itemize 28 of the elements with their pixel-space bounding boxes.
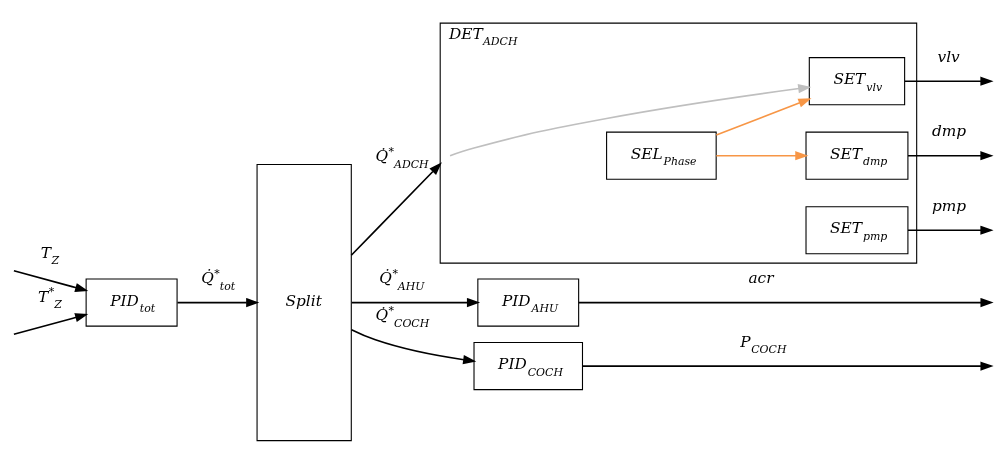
arrow — [350, 328, 477, 365]
node-box: PID$_{tot}$ — [85, 278, 178, 327]
edge-label: acr — [748, 269, 774, 288]
edge-label: dmp — [932, 122, 967, 141]
arrow — [13, 313, 89, 336]
node-box: PID$_{COCH}$ — [473, 342, 584, 391]
node-box: SEL$_{Phase}$ — [606, 131, 717, 180]
arrow — [350, 297, 481, 308]
arrow — [907, 225, 994, 235]
arrow — [715, 98, 812, 136]
arrow — [449, 84, 812, 157]
arrow — [715, 151, 809, 161]
node-box: SET$_{vlv}$ — [808, 57, 906, 106]
arrow — [176, 297, 260, 308]
arrow — [350, 162, 442, 257]
edge-label: P$_{COCH}$ — [740, 332, 787, 357]
edge-label: T$_{Z}$ — [40, 243, 60, 268]
arrow — [904, 76, 994, 86]
arrow — [577, 297, 994, 308]
arrow — [581, 361, 994, 371]
node-box: Split — [256, 163, 352, 442]
arrow — [907, 151, 994, 161]
arrow — [13, 270, 89, 293]
edge-label: pmp — [932, 196, 967, 215]
node-box: PID$_{AHU}$ — [477, 278, 580, 327]
edge-label: vlv — [937, 47, 960, 66]
node-box: SET$_{dmp}$ — [805, 131, 909, 180]
node-box: SET$_{pmp}$ — [805, 206, 909, 255]
